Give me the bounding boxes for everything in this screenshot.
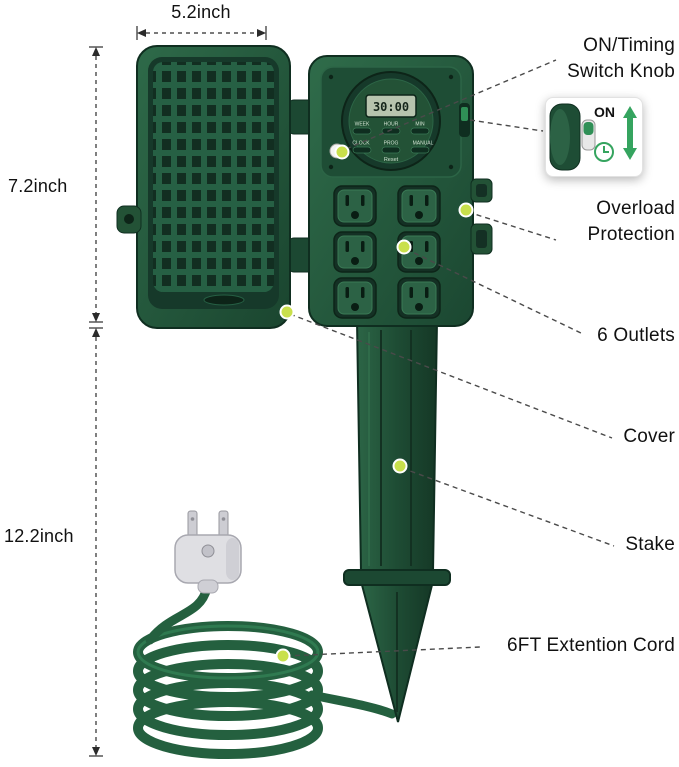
button-hour — [381, 127, 401, 135]
callout-dot-switch — [334, 144, 350, 160]
callout-line-outlets — [405, 248, 584, 335]
dimension-width-label: 5.2inch — [171, 2, 231, 22]
timer-panel: 30:00 WEEK HOUR MIN CLOCK PROG MANUAL Re… — [320, 66, 470, 178]
switch-zoom-inset: ON — [545, 97, 643, 177]
ground-stake — [343, 319, 451, 723]
outlet — [333, 277, 377, 319]
button-manual-label: MANUAL — [413, 141, 434, 147]
callout-dot-stake — [392, 458, 408, 474]
button-prog-label: PROG — [384, 141, 399, 147]
outlet — [333, 231, 377, 273]
cover-hinges — [287, 99, 315, 273]
button-hour-label: HOUR — [384, 122, 399, 128]
callout-label-cord: 6FT Extention Cord — [507, 635, 675, 656]
callout-line-overload — [467, 211, 557, 241]
dimension-height-label: 7.2inch — [8, 176, 68, 196]
button-prog — [381, 146, 401, 154]
clock-icon — [594, 142, 614, 162]
lcd-time-text: 30:00 — [373, 100, 409, 114]
button-manual — [410, 146, 430, 154]
button-week-label: WEEK — [355, 122, 370, 128]
button-week — [352, 127, 372, 135]
outlet — [397, 185, 441, 227]
callout-dot-overload — [458, 202, 474, 218]
timer-unit: 30:00 WEEK HOUR MIN CLOCK PROG MANUAL Re… — [308, 55, 493, 327]
callout-label-overload: Overload Protection — [587, 198, 675, 245]
callout-label-outlets: 6 Outlets — [597, 325, 675, 346]
switch-zoom-graphic — [549, 103, 637, 171]
dimension-stake-label: 12.2inch — [4, 526, 74, 546]
side-mount-clips — [470, 178, 493, 255]
callout-label-cover: Cover — [623, 426, 675, 447]
dimension-height-line — [89, 46, 103, 323]
button-clock — [352, 146, 372, 154]
callout-label-stake: Stake — [625, 534, 675, 555]
button-min — [410, 127, 430, 135]
dimension-stake-line — [89, 327, 103, 757]
power-plug — [174, 510, 242, 594]
callout-dot-cord — [275, 648, 291, 664]
outlet — [333, 185, 377, 227]
reset-label: Reset — [384, 157, 399, 163]
cover-open-lid — [116, 45, 291, 329]
callout-dot-outlets — [396, 239, 412, 255]
inset-on-label: ON — [594, 104, 615, 120]
callout-line-inset — [469, 119, 544, 132]
callout-line-switch — [345, 59, 557, 150]
cover-lock-tab — [116, 205, 142, 234]
dimension-width-line — [136, 26, 267, 40]
cover-grid — [153, 62, 274, 292]
button-clock-label: CLOCK — [352, 141, 370, 147]
lcd-display — [365, 94, 417, 118]
callout-line-cover — [289, 313, 613, 439]
extension-cord-coil — [133, 583, 397, 759]
callout-dot-cover — [279, 304, 295, 320]
callout-line-stake — [401, 467, 615, 547]
button-min-label: MIN — [415, 122, 425, 128]
up-down-arrows-icon — [623, 106, 637, 160]
outlet — [397, 277, 441, 319]
callout-label-switch: ON/Timing Switch Knob — [567, 35, 675, 82]
